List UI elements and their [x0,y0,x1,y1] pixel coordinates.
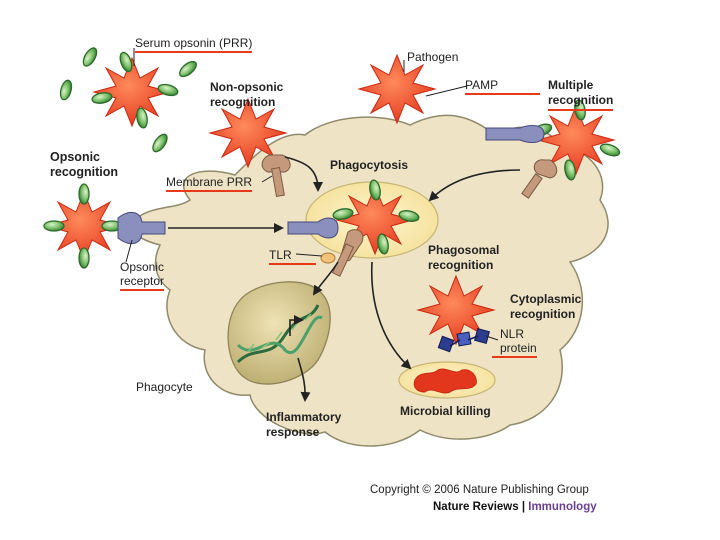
publisher-name: Nature Reviews [433,501,519,513]
multiple-receptors [485,125,558,199]
label-nlr-protein: NLR protein [492,327,537,358]
label-non-opsonic-recognition: Non-opsonic recognition [210,80,284,109]
free-pathogen [358,54,436,124]
arrow-multiple-to-phagosome [428,169,521,202]
degraded-pathogen [413,368,477,394]
journal-credit: Nature Reviews | Immunology [433,501,597,513]
label-phagocytosis: Phagocytosis [330,158,409,172]
label-phagosomal-recognition: Phagosomal recognition [428,243,500,272]
leader-nlr [485,335,499,341]
phagosome-opsonic-receptor [287,217,339,239]
journal-name: Immunology [528,501,597,513]
serum-opsonin-pathogen [90,50,180,130]
label-pathogen: Pathogen [407,50,459,64]
label-serum-opsonin: Serum opsonin (PRR) [135,36,253,53]
label-cytoplasmic-recognition: Cytoplasmic recognition [510,292,582,321]
label-opsonic-receptor: Opsonic receptor [120,260,165,291]
arrow-phagosome-to-killing [370,261,412,370]
arrow-nucleus-to-inflammation [297,357,311,402]
nlr-protein-icon [437,328,490,353]
dna-helix-icon [236,304,323,364]
label-microbial-killing: Microbial killing [400,404,491,418]
opsonized-pathogen [43,183,123,269]
label-phagocyte: Phagocyte [136,380,193,394]
label-opsonic-recognition: Opsonic recognition [50,150,119,179]
label-tlr: TLR [269,248,316,265]
label-membrane-prr: Membrane PRR [166,175,253,192]
leader-pamp [425,85,468,97]
leader-membrane-prr [261,175,273,183]
label-pamp: PAMP [465,78,541,95]
tlr-receptor [320,229,364,277]
leader-tlr [295,253,323,257]
leader-opsonic-receptor [125,239,133,263]
label-inflammatory-response: Inflammatory response [266,410,342,439]
arrow-non-opsonic-to-phagocytosis [284,156,323,192]
opsonic-receptor-left [117,212,166,244]
label-multiple-recognition: Multiple recognition [548,78,614,111]
nucleus [227,281,331,385]
arrow-tlr-to-nucleus [312,261,339,296]
copyright-line: Copyright © 2006 Nature Publishing Group [370,484,589,496]
credit-separator: | [518,501,529,513]
